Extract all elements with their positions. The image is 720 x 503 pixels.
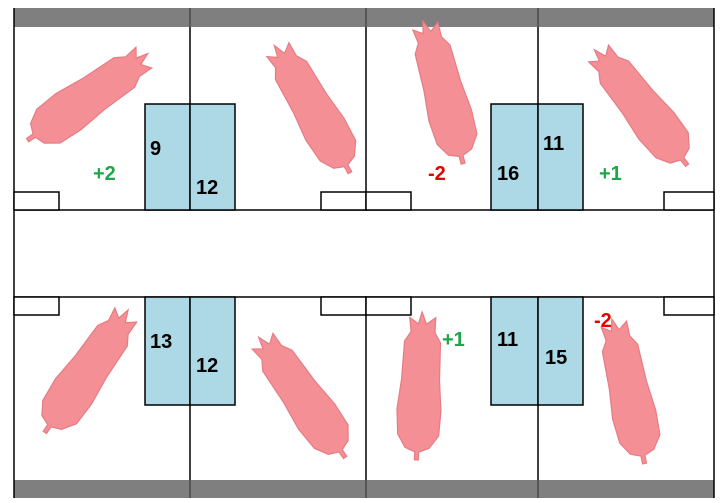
value-label: 11 [543,133,564,155]
wall-seams [190,8,538,498]
change-label-negative: -2 [594,310,612,332]
value-label: 13 [150,331,172,353]
bottom-wall [14,480,714,498]
pig-icon [257,33,369,183]
pig-icon [592,314,666,468]
value-label: 16 [497,163,519,185]
change-label-positive: +1 [599,163,622,185]
value-label: 11 [497,329,518,351]
pig-icon [242,323,363,469]
pig-icon [27,298,148,444]
top-wall [14,8,714,27]
pig-icon [404,15,485,169]
feeder-right-bottom [190,297,235,405]
feeder-right-top2 [538,104,583,210]
change-label-positive: +1 [442,329,465,351]
change-label-positive: +2 [93,163,116,185]
pigs [15,15,704,470]
pig-icon [15,37,161,158]
change-label-negative: -2 [428,163,446,185]
value-label: 12 [196,355,218,377]
value-label: 9 [150,138,161,160]
value-label: 12 [196,177,218,199]
pig-icon [579,35,705,179]
feeder-left-bottom2 [491,297,538,405]
feeder-left-top2 [491,104,538,210]
value-label: 15 [545,347,567,369]
pig-icon [394,311,446,461]
